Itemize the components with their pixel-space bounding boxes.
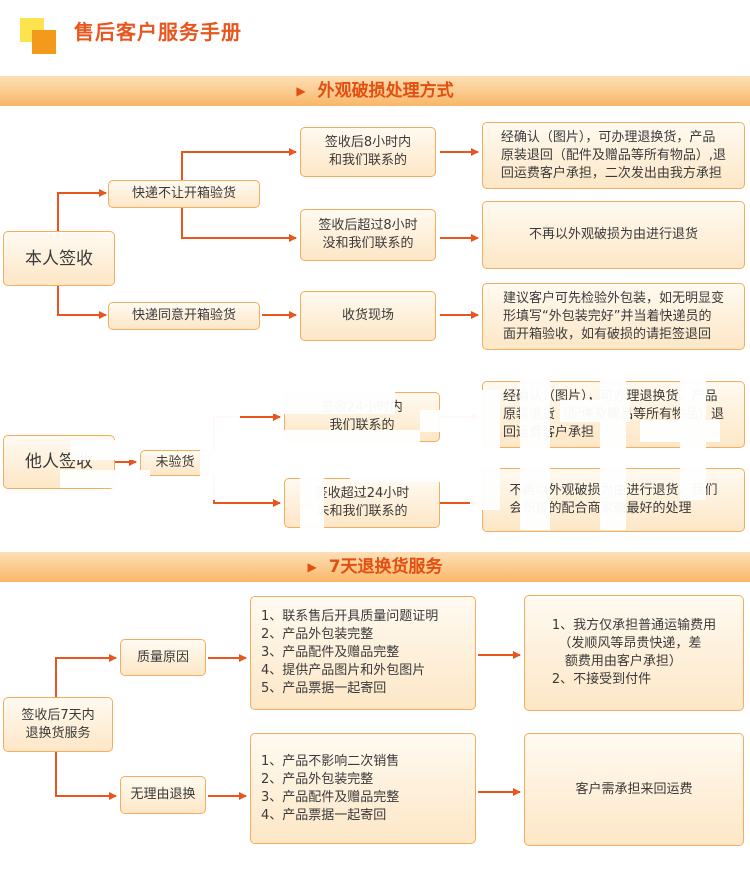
section-title-7days: ▶7天退换货服务 (307, 557, 443, 577)
node-not-inspected: 未验货 (140, 450, 210, 476)
result-no-return: 不再以外观破损为由进行退货 (482, 201, 745, 269)
result-other-no-return: 不再以外观破损为由进行退货，我们 会积极的配合商家做最好的处理 (482, 468, 745, 532)
result-inspect-package: 建议客户可先检验外包装，如无明显变 形填写“外包装完好”并当着快递员的 面开箱验… (482, 283, 745, 350)
node-self-sign: 本人签收 (3, 231, 115, 286)
triangle-right-icon: ▶ (296, 84, 306, 98)
node-on-site: 收货现场 (300, 291, 436, 341)
result-quality-shipping: 1、我方仅承担普通运输费用 （发顺风等昂贵快递，差 额费用由客户承担） 2、不接… (524, 595, 744, 711)
conditions-quality: 1、联系售后开具质量问题证明 2、产品外包装完整 3、产品配件及赠品完整 4、提… (250, 596, 476, 710)
logo-square-orange (32, 30, 56, 54)
node-over-8h: 签收后超过8小时 没和我们联系的 (300, 209, 436, 261)
conditions-no-reason: 1、产品不影响二次销售 2、产品外包装完整 3、产品配件及赠品完整 4、产品票据… (250, 733, 476, 844)
result-return-exchange: 经确认（图片），可办理退换货，产品 原装退回（配件及赠品等所有物品）,退 回运费… (482, 122, 745, 189)
node-other-sign: 他人签收 (3, 435, 115, 489)
node-within-24h: 签收24小时内 我们联系的 (284, 392, 440, 442)
node-over-24h: 签收超过24小时 未和我们联系的 (284, 478, 440, 528)
node-no-open-inspection: 快递不让开箱验货 (108, 180, 260, 208)
section-band-7days (0, 552, 750, 582)
triangle-right-icon: ▶ (307, 560, 317, 574)
page-title: 售后客户服务手册 (74, 20, 242, 44)
result-other-return: 经确认（图片），可办理退换货，产品 原装退货（配件及赠品等所有物品）退 回运费客… (482, 381, 745, 448)
section-title-damage: ▶外观破损处理方式 (296, 81, 454, 101)
node-quality-reason: 质量原因 (120, 639, 206, 676)
node-within-8h: 签收后8小时内 和我们联系的 (300, 127, 436, 177)
result-customer-pays: 客户需承担来回运费 (524, 733, 744, 846)
section-band-damage (0, 76, 750, 106)
node-open-inspection: 快递同意开箱验货 (108, 302, 260, 330)
node-no-reason: 无理由退换 (120, 776, 206, 814)
node-7day-return: 签收后7天内 退换货服务 (3, 697, 113, 752)
